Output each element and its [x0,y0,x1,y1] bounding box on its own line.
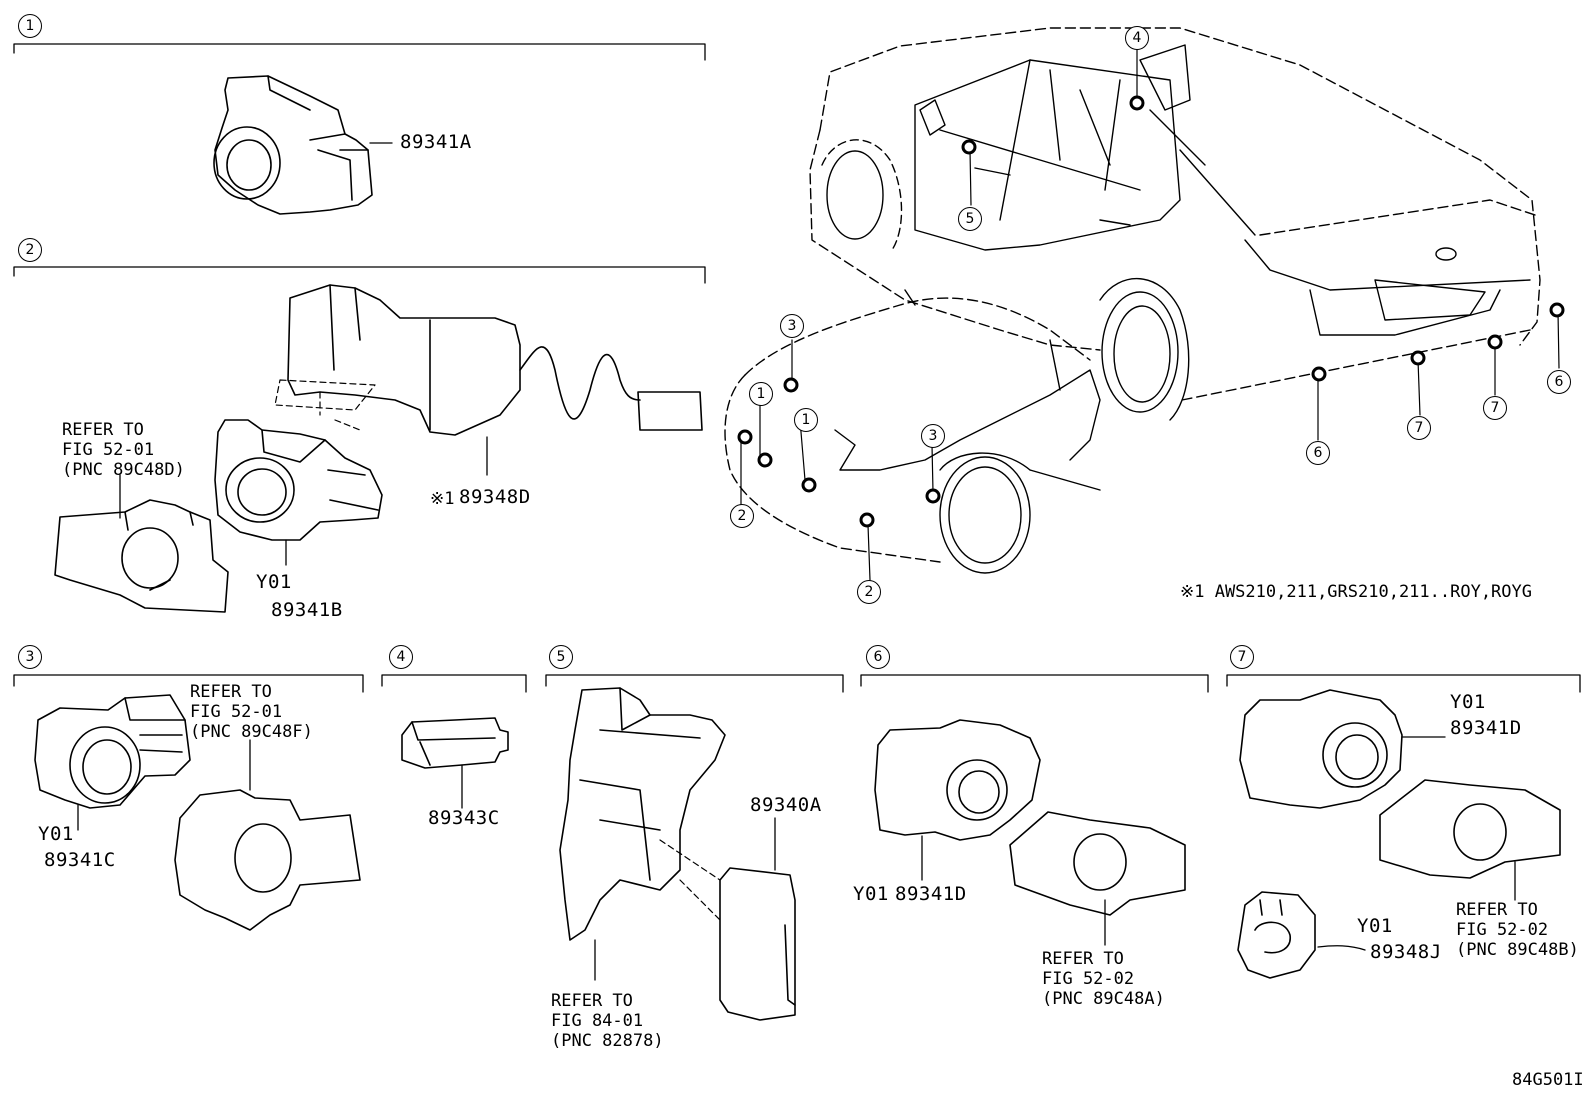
sensor-89341D-7-drawing [1239,689,1446,809]
color-code-Y01-c: Y01 [38,823,74,845]
part-label-89348J: 89348J [1370,941,1442,963]
refer-line: FIG 52-02 [1042,969,1135,989]
holder-89348J-drawing [1237,891,1366,979]
callout-6: 6 [1306,441,1330,465]
cover-wire-89348D-drawing [274,284,703,476]
refer-line: REFER TO [62,420,144,440]
refer-line: (PNC 89C48D) [62,460,185,480]
color-code-Y01-j: Y01 [1357,915,1393,937]
retainer-89C48A-drawing [1009,811,1186,946]
sensor-89341D-6-drawing [874,719,1041,881]
part-label-89341C: 89341C [44,849,116,871]
footnote-marker: ※1 [430,489,455,509]
part-label-89343C: 89343C [428,807,500,829]
part-label-89341A: 89341A [400,131,472,153]
callout-5: 5 [958,207,982,231]
part-label-89341D-7: 89341D [1450,717,1522,739]
refer-line: (PNC 89C48F) [190,722,313,742]
callout-7: 7 [1483,396,1507,420]
section-brackets [13,43,1581,693]
part-label-89341B: 89341B [271,599,343,621]
sensor-89341C-drawing [34,694,191,831]
refer-line: FIG 52-01 [190,702,283,722]
callout-1: 1 [749,382,773,406]
part-label-89340A: 89340A [750,794,822,816]
refer-line: FIG 84-01 [551,1011,644,1031]
sensor-89341A-drawing [213,75,393,215]
refer-line: (PNC 89C48B) [1456,940,1579,960]
refer-line: REFER TO [551,991,633,1011]
section-number-7: 7 [1230,645,1254,669]
callout-3: 3 [921,424,945,448]
sensor-89341B-drawing [214,419,383,566]
color-code-Y01-d6: Y01 [853,883,889,905]
callout-6: 6 [1547,370,1571,394]
callout-4: 4 [1125,26,1149,50]
refer-line: (PNC 89C48A) [1042,989,1165,1009]
refer-line: REFER TO [1042,949,1124,969]
refer-line: FIG 52-01 [62,440,155,460]
bracket-82878-drawing [559,687,726,981]
refer-line: FIG 52-02 [1456,920,1549,940]
ecu-89340A-drawing [659,817,796,1021]
refer-line: REFER TO [1456,900,1538,920]
retainer-89C48D-drawing [54,474,229,613]
section-number-5: 5 [549,645,573,669]
refer-line: (PNC 82878) [551,1031,664,1051]
color-code-Y01-b: Y01 [256,571,292,593]
retainer-89C48F-drawing [174,739,361,931]
callout-3: 3 [780,314,804,338]
section-number-1: 1 [18,14,42,38]
color-code-Y01-d7: Y01 [1450,691,1486,713]
refer-line: REFER TO [190,682,272,702]
callout-2: 2 [857,580,881,604]
section-number-4: 4 [389,645,413,669]
part-label-89348D: 89348D [459,486,531,508]
callout-2: 2 [730,504,754,528]
callout-7: 7 [1407,416,1431,440]
section-number-6: 6 [866,645,890,669]
part-label-89341D-6: 89341D [895,883,967,905]
retainer-89C48B-drawing [1379,779,1561,901]
diagram-id: 84G501I [1512,1070,1584,1090]
section-number-2: 2 [18,238,42,262]
footnote-model-codes: ※1 AWS210,211,GRS210,211..ROY,ROYG [1180,582,1532,602]
callout-1: 1 [794,408,818,432]
sensor-89343C-drawing [401,717,509,809]
section-number-3: 3 [18,645,42,669]
vehicle-drawing [724,27,1565,581]
